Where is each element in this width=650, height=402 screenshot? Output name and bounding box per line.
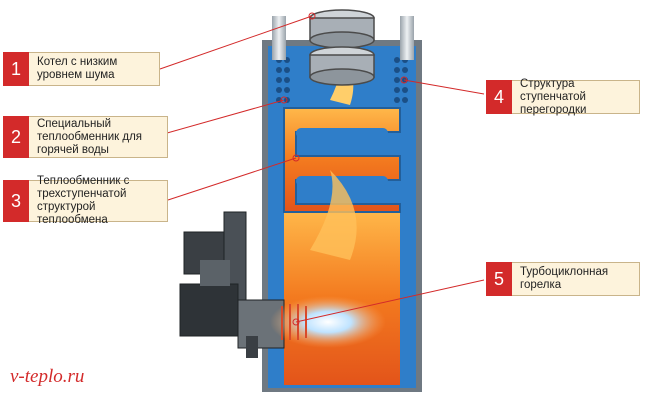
callout-1: 1 Котел с низким уровнем шума	[3, 52, 160, 86]
burner-coil	[281, 304, 307, 340]
baffle-2	[296, 176, 388, 186]
callout-text: Теплообменник с трехступенчатой структур…	[29, 175, 168, 226]
callout-number: 4	[486, 80, 512, 114]
callout-number: 3	[3, 180, 29, 222]
heat-exchanger-serpentine	[283, 107, 401, 213]
site-watermark: v-teplo.ru	[10, 366, 85, 387]
callout-text: Структура ступенчатой перегородки	[512, 78, 640, 116]
right-pipe	[400, 16, 414, 60]
flame-wisp	[310, 170, 357, 260]
callout-number: 1	[3, 52, 29, 86]
callout-text: Котел с низким уровнем шума	[29, 52, 160, 86]
flue-fittings	[309, 9, 375, 86]
left-pipe	[272, 16, 286, 60]
callout-leader-lines	[159, 15, 485, 323]
burner-flame	[270, 296, 386, 348]
baffle-1	[296, 128, 388, 138]
callout-number: 2	[3, 116, 29, 158]
callout-5: 5 Турбоциклонная горелка	[486, 262, 640, 296]
leader-endpoints	[280, 12, 408, 326]
callout-4: 4 Структура ступенчатой перегородки	[486, 78, 640, 116]
callout-2: 2 Специальный теплообменник для горячей …	[3, 116, 168, 158]
callout-3: 3 Теплообменник с трехступенчатой структ…	[3, 175, 168, 226]
callout-text: Турбоциклонная горелка	[512, 262, 640, 296]
right-coil-tubes	[394, 57, 408, 103]
callout-number: 5	[486, 262, 512, 296]
callout-text: Специальный теплообменник для горячей во…	[29, 116, 168, 158]
